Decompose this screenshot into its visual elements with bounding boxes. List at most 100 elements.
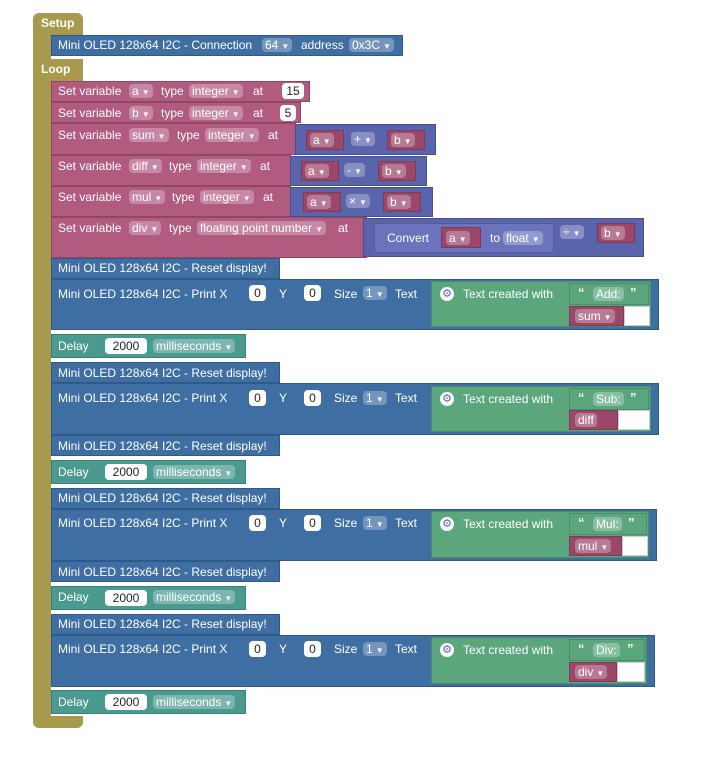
gear-icon[interactable]: ⚙ <box>440 517 454 531</box>
print-y-input[interactable]: 0 <box>304 641 321 657</box>
set-variable-diff-block[interactable] <box>51 155 291 186</box>
print-y-input[interactable]: 0 <box>304 285 321 301</box>
address-dropdown[interactable]: 0x3C▼ <box>349 38 394 52</box>
delay-block[interactable] <box>51 460 246 484</box>
text-var-dropdown[interactable]: diff <box>575 413 597 427</box>
operand-left-block[interactable] <box>306 130 344 150</box>
var-div-dropdown[interactable]: div▼ <box>129 221 162 235</box>
var-mul-dropdown[interactable]: mul▼ <box>129 190 166 204</box>
print-y-input[interactable]: 0 <box>304 390 321 406</box>
set-variable-sum-block[interactable] <box>51 123 296 155</box>
delay-block[interactable] <box>51 586 246 610</box>
operand-right-block[interactable] <box>597 223 635 243</box>
empty-slot[interactable] <box>622 536 648 556</box>
operand-right-block[interactable] <box>387 130 425 150</box>
print-y-input[interactable]: 0 <box>304 515 321 531</box>
operand-right-block[interactable] <box>378 161 416 181</box>
print-size-dropdown[interactable]: 1▼ <box>363 516 387 530</box>
var-b-dropdown[interactable]: b▼ <box>129 106 153 120</box>
reset-display-block[interactable] <box>51 258 280 279</box>
print-x-input[interactable]: 0 <box>249 390 266 406</box>
delay-value-input[interactable]: 2000 <box>105 464 147 480</box>
print-size-dropdown[interactable]: 1▼ <box>363 286 387 300</box>
operand-right-block[interactable] <box>383 192 421 212</box>
text-var-dropdown[interactable]: mul▼ <box>575 539 612 553</box>
var-diff-dropdown[interactable]: diff▼ <box>129 159 162 173</box>
print-x-input[interactable]: 0 <box>249 285 266 301</box>
operand-left-block[interactable] <box>303 192 341 212</box>
operator-dropdown[interactable]: ×▼ <box>346 194 370 208</box>
type-a-dropdown[interactable]: integer▼ <box>189 84 243 98</box>
type-diff-dropdown[interactable]: integer▼ <box>197 159 251 173</box>
text-literal-block[interactable] <box>569 283 649 305</box>
var-a-dropdown[interactable]: a▼ <box>129 84 153 98</box>
text-var-dropdown[interactable]: sum▼ <box>575 309 615 323</box>
reset-display-block[interactable] <box>51 614 280 635</box>
value-a-input[interactable]: 15 <box>282 83 304 99</box>
operand-left-block[interactable] <box>301 161 339 181</box>
text-var-block[interactable] <box>569 306 624 326</box>
operand-left-dropdown[interactable]: a▼ <box>310 133 334 147</box>
delay-value-input[interactable]: 2000 <box>105 694 147 710</box>
text-literal-field[interactable]: Mul: <box>593 517 622 531</box>
operand-right-dropdown[interactable]: b▼ <box>391 133 415 147</box>
type-sum-dropdown[interactable]: integer▼ <box>205 128 259 142</box>
gear-icon[interactable]: ⚙ <box>440 643 454 657</box>
operand-right-dropdown[interactable]: b▼ <box>387 195 411 209</box>
print-size-dropdown[interactable]: 1▼ <box>363 642 387 656</box>
to-type-dropdown[interactable]: float▼ <box>503 231 543 245</box>
reset-display-block[interactable] <box>51 488 280 509</box>
var-sum-dropdown[interactable]: sum▼ <box>129 128 169 142</box>
delay-unit-dropdown[interactable]: milliseconds▼ <box>153 590 236 604</box>
text-literal-block[interactable] <box>569 388 649 410</box>
delay-block[interactable] <box>51 334 246 358</box>
empty-slot[interactable] <box>618 410 650 430</box>
convert-var-block[interactable] <box>441 227 481 248</box>
operand-right-dropdown[interactable]: b▼ <box>601 226 625 240</box>
delay-unit-dropdown[interactable]: milliseconds▼ <box>153 465 236 479</box>
connection-size-dropdown[interactable]: 64▼ <box>262 38 293 52</box>
reset-display-block[interactable] <box>51 561 280 582</box>
type-div-dropdown[interactable]: floating point number▼ <box>197 221 326 235</box>
empty-slot[interactable] <box>624 306 650 326</box>
delay-unit-dropdown[interactable]: milliseconds▼ <box>153 339 236 353</box>
delay-value-input[interactable]: 2000 <box>105 338 147 354</box>
text-literal-field[interactable]: Sub: <box>593 392 624 406</box>
reset-display-block[interactable] <box>51 435 280 456</box>
delay-value-input[interactable]: 2000 <box>105 590 147 606</box>
print-size-dropdown[interactable]: 1▼ <box>363 391 387 405</box>
set-variable-div-block[interactable] <box>51 217 367 258</box>
operator-dropdown[interactable]: -▼ <box>344 163 365 177</box>
operand-left-dropdown[interactable]: a▼ <box>307 195 331 209</box>
set-variable-a-block[interactable] <box>51 81 310 102</box>
set-variable-b-block[interactable] <box>51 102 301 123</box>
operator-dropdown[interactable]: +▼ <box>351 132 375 146</box>
setup-block[interactable] <box>33 13 83 35</box>
text-var-block[interactable] <box>569 536 622 556</box>
type-b-dropdown[interactable]: integer▼ <box>189 106 243 120</box>
text-var-dropdown[interactable]: div▼ <box>575 665 608 679</box>
gear-icon[interactable]: ⚙ <box>440 287 454 301</box>
connection-block[interactable] <box>51 35 403 56</box>
operand-left-dropdown[interactable]: a▼ <box>305 164 329 178</box>
delay-unit-dropdown[interactable]: milliseconds▼ <box>153 695 236 709</box>
gear-icon[interactable]: ⚙ <box>440 392 454 406</box>
text-literal-field[interactable]: Div: <box>593 643 620 657</box>
convert-var-dropdown[interactable]: a▼ <box>446 231 470 245</box>
delay-block[interactable] <box>51 690 246 714</box>
operand-right-dropdown[interactable]: b▼ <box>382 164 406 178</box>
print-x-input[interactable]: 0 <box>249 515 266 531</box>
text-var-block[interactable] <box>569 410 618 430</box>
loop-header[interactable] <box>33 59 83 81</box>
text-literal-block[interactable] <box>569 639 645 661</box>
text-literal-field[interactable]: Add: <box>593 287 624 301</box>
value-b-input[interactable]: 5 <box>280 105 296 121</box>
print-x-input[interactable]: 0 <box>249 641 266 657</box>
reset-display-block[interactable] <box>51 362 280 383</box>
text-var-block[interactable] <box>569 662 617 682</box>
empty-slot[interactable] <box>617 662 645 682</box>
operator-dropdown[interactable]: ÷▼ <box>560 225 584 239</box>
text-literal-block[interactable] <box>569 513 647 535</box>
type-mul-dropdown[interactable]: integer▼ <box>200 190 254 204</box>
set-variable-mul-block[interactable] <box>51 186 291 217</box>
